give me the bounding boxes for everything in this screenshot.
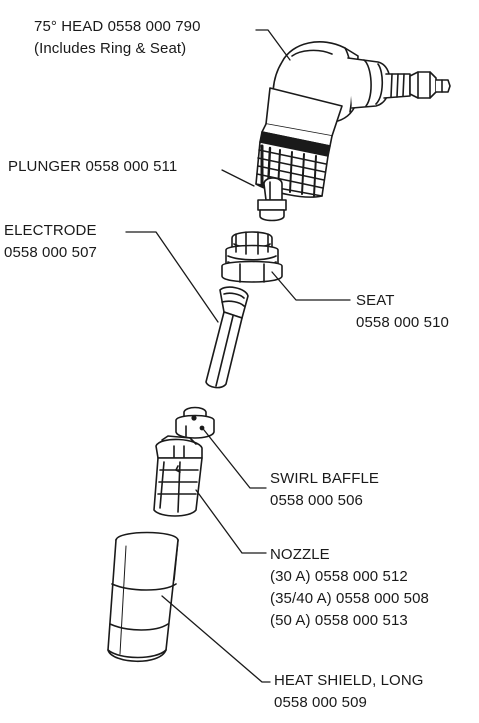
seat-label-line1: SEAT [356, 292, 395, 309]
electrode-part [205, 286, 249, 389]
head-label-line2: (Includes Ring & Seat) [34, 40, 187, 57]
nozzle-part [153, 435, 203, 517]
swirl-baffle-label-line1: SWIRL BAFFLE [270, 470, 379, 487]
electrode-label-line2: 0558 000 507 [4, 244, 97, 261]
plunger-part [257, 177, 287, 222]
nozzle-label-line4: (50 A) 0558 000 513 [270, 612, 408, 629]
plunger-label-line1: PLUNGER 0558 000 511 [8, 158, 178, 175]
leader-electrode [125, 231, 219, 323]
leader-lines [125, 29, 351, 683]
swirl-baffle-label: SWIRL BAFFLE 0558 000 506 [270, 468, 379, 512]
head-label: 75° HEAD 0558 000 790 (Includes Ring & S… [34, 16, 201, 60]
seat-label-line2: 0558 000 510 [356, 314, 449, 331]
nozzle-label-line3: (35/40 A) 0558 000 508 [270, 590, 429, 607]
leader-heat-shield [161, 595, 271, 683]
heat-shield-label: HEAT SHIELD, LONG 0558 000 509 [274, 670, 424, 714]
leader-nozzle [195, 489, 267, 554]
seat-part [221, 231, 283, 283]
heat-shield-label-line1: HEAT SHIELD, LONG [274, 672, 424, 689]
nozzle-label-line1: NOZZLE [270, 546, 330, 563]
torch-head-part [255, 41, 451, 198]
leader-swirl [203, 429, 267, 489]
leader-seat [271, 271, 351, 301]
heat-shield-label-line2: 0558 000 509 [274, 694, 367, 711]
electrode-label-line1: ELECTRODE [4, 222, 97, 239]
head-label-line1: 75° HEAD 0558 000 790 [34, 18, 201, 35]
electrode-label: ELECTRODE 0558 000 507 [4, 220, 97, 264]
swirl-baffle-part [175, 406, 215, 439]
seat-label: SEAT 0558 000 510 [356, 290, 449, 334]
nozzle-label: NOZZLE (30 A) 0558 000 512 (35/40 A) 055… [270, 544, 429, 632]
nozzle-label-line2: (30 A) 0558 000 512 [270, 568, 408, 585]
plunger-label: PLUNGER 0558 000 511 [8, 156, 177, 178]
leader-plunger [221, 169, 255, 187]
leader-head [255, 29, 291, 61]
swirl-baffle-label-line2: 0558 000 506 [270, 492, 363, 509]
heat-shield-part [107, 531, 179, 662]
